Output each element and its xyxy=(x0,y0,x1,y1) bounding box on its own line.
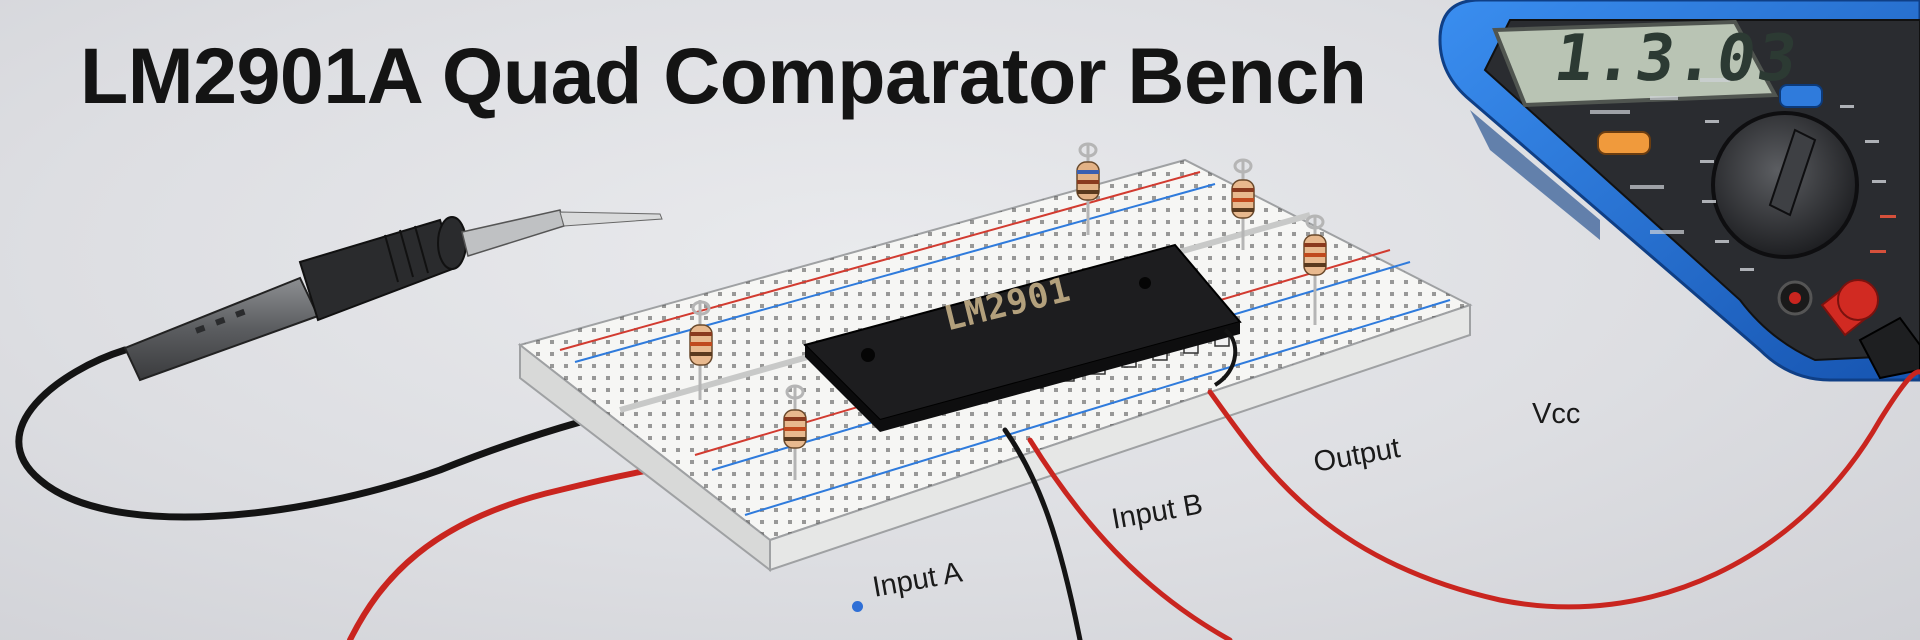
resistor-1[interactable] xyxy=(689,300,713,400)
page-title: LM2901A Quad Comparator Bench xyxy=(80,31,1367,120)
red-wire-input-b xyxy=(1027,437,1233,640)
input-a-marker xyxy=(852,601,863,612)
label-vcc: Vcc xyxy=(1532,398,1581,430)
lm2901-chip[interactable] xyxy=(803,243,1242,432)
black-wire-output xyxy=(1213,328,1238,387)
resistor-4[interactable] xyxy=(1231,158,1255,250)
orange-button[interactable] xyxy=(1597,131,1651,155)
probe-pen[interactable] xyxy=(123,209,663,382)
lcd-display xyxy=(1492,19,1779,108)
resistor-3[interactable] xyxy=(1076,142,1100,235)
meter-reading: 1.3.03 xyxy=(1549,22,1804,96)
resistor-2[interactable] xyxy=(783,384,807,480)
blue-button[interactable] xyxy=(1779,84,1823,108)
black-probe-cable xyxy=(15,346,694,521)
red-wire-output xyxy=(1207,369,1920,610)
resistor-5[interactable] xyxy=(1303,214,1327,325)
black-wire-input-b xyxy=(1002,427,1083,640)
multimeter[interactable] xyxy=(1438,0,1920,382)
